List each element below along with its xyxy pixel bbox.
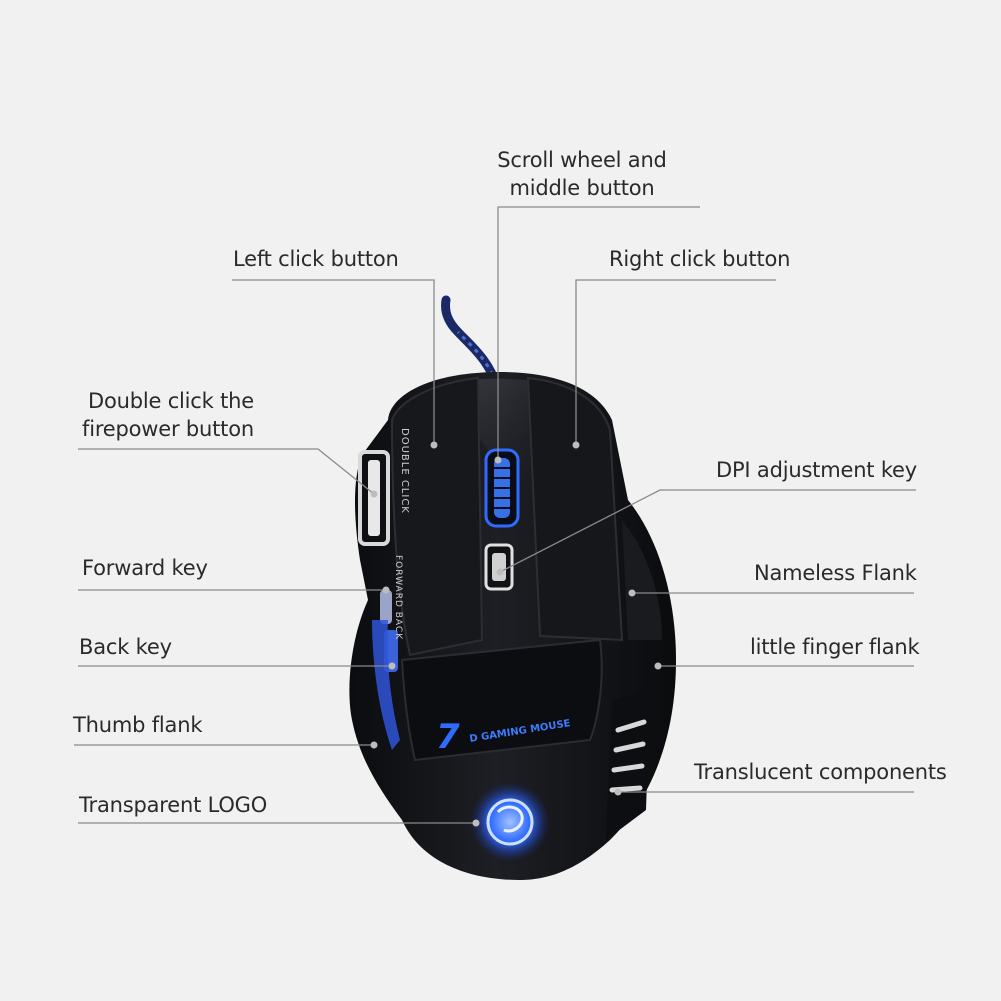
- right-click-panel: [526, 376, 624, 642]
- label-transparent-logo: Transparent LOGO: [79, 793, 268, 817]
- forward-back-print: FORWARD BACK: [393, 555, 403, 640]
- leader-dots: [370, 441, 662, 827]
- leader-left-click: [232, 279, 435, 445]
- label-scroll-wheel: Scroll wheel and middle button: [482, 146, 682, 202]
- label-back-key: Back key: [79, 635, 172, 659]
- label-thumb-flank: Thumb flank: [73, 713, 203, 737]
- leader-double-click: [78, 448, 375, 495]
- nameless-flank: [622, 520, 662, 640]
- label-double-click-line1: Double click the: [88, 389, 254, 413]
- leader-scroll-wheel: [497, 206, 700, 460]
- label-left-click: Left click button: [233, 247, 399, 271]
- label-forward-key: Forward key: [82, 556, 208, 580]
- translucent-components: [606, 690, 650, 840]
- palm-panel: [400, 638, 603, 762]
- label-double-click: Double click the firepower button: [82, 387, 254, 443]
- left-click-panel: [390, 376, 484, 657]
- leader-right-click: [575, 279, 776, 445]
- logo-glow: [470, 782, 550, 862]
- label-dpi-key: DPI adjustment key: [716, 458, 917, 482]
- brand-number: 7: [436, 717, 460, 757]
- label-scroll-wheel-line1: Scroll wheel and: [497, 148, 667, 172]
- label-little-finger-flank: little finger flank: [750, 635, 920, 659]
- label-right-click: Right click button: [609, 247, 791, 271]
- forward-button: [380, 590, 392, 624]
- label-double-click-line2: firepower button: [82, 417, 254, 441]
- double-click-print: DOUBLE CLICK: [399, 428, 410, 514]
- leader-dpi: [499, 489, 916, 573]
- thumb-flank-glow: [372, 620, 400, 750]
- label-scroll-wheel-line2: middle button: [509, 176, 655, 200]
- leader-lines: [74, 206, 916, 824]
- label-nameless-flank: Nameless Flank: [754, 561, 917, 585]
- label-translucent-components: Translucent components: [694, 760, 947, 784]
